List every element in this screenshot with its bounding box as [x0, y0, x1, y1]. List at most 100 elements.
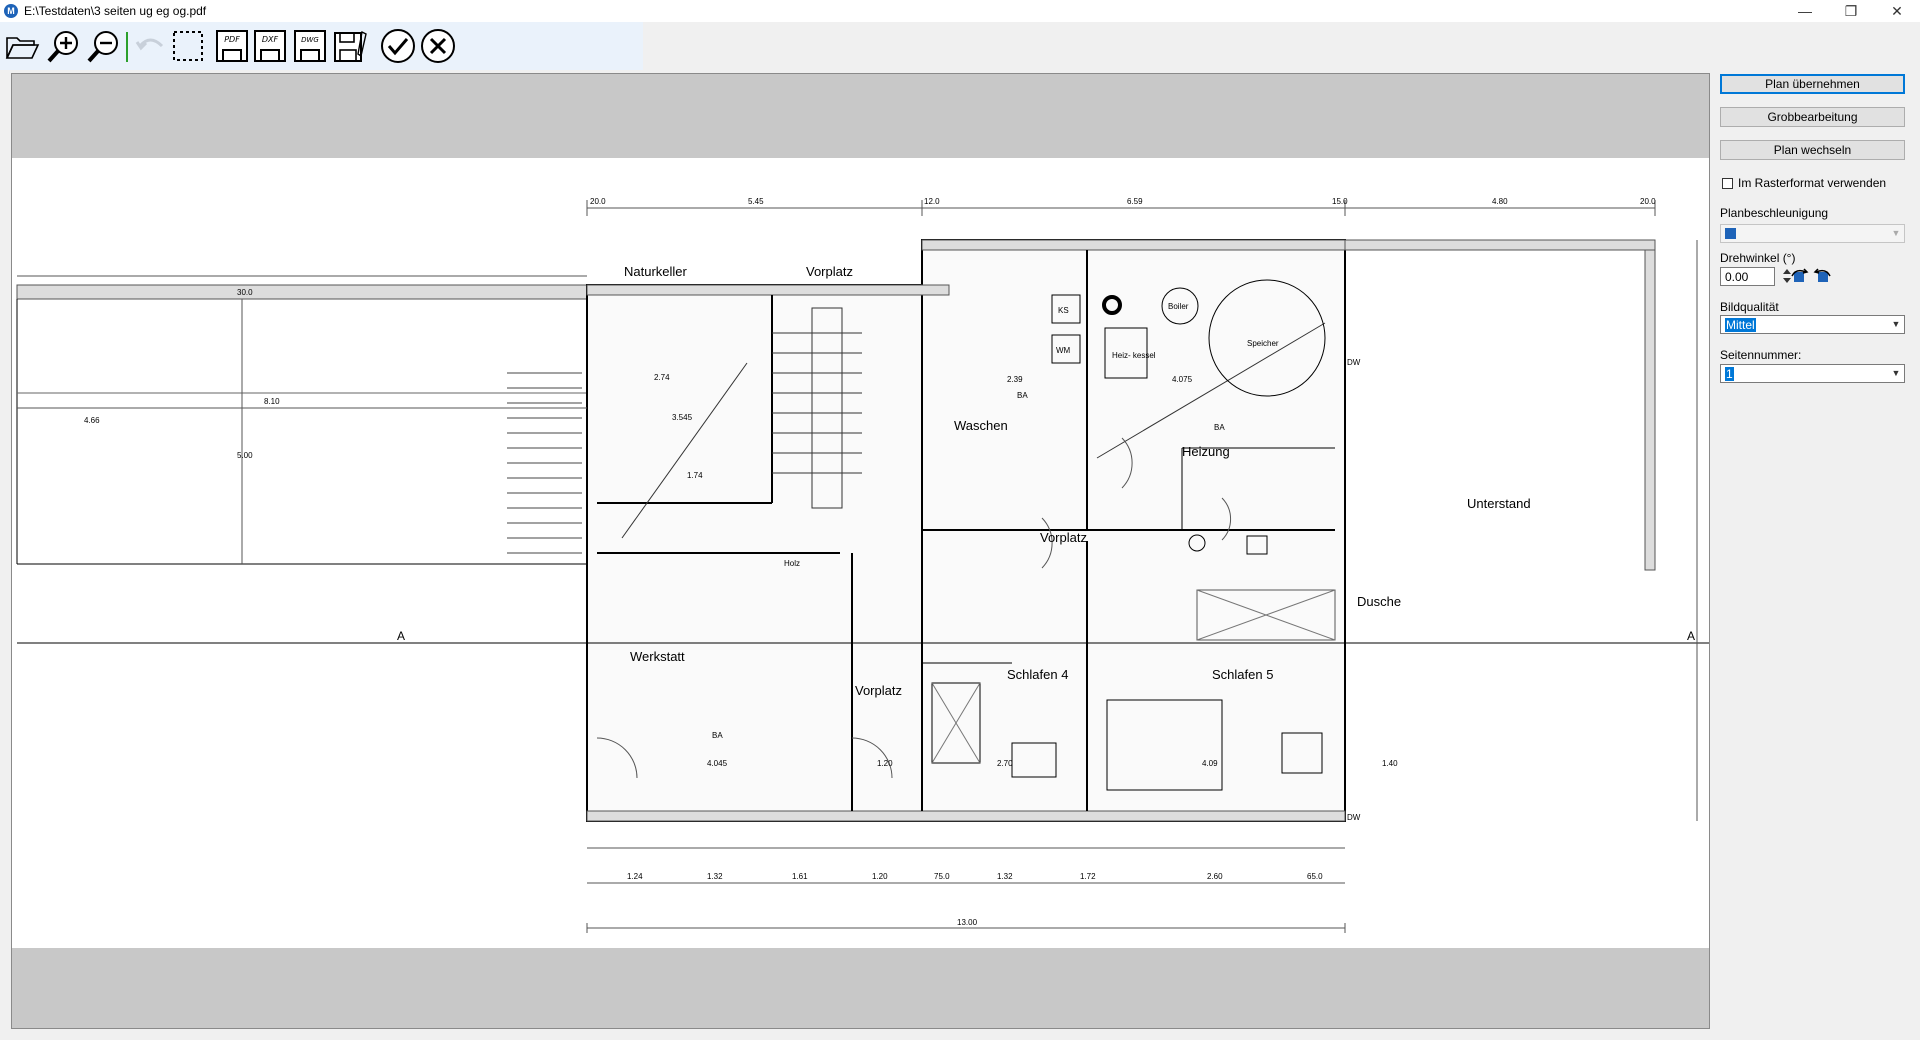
rotation-spinner[interactable] — [1777, 267, 1797, 285]
room-label-naturkeller: Naturkeller — [624, 264, 688, 279]
dim-bottom-8: 65.0 — [1307, 872, 1323, 881]
dim-total-width: 13.00 — [957, 918, 978, 927]
dim-top-1: 5.45 — [748, 197, 764, 206]
fixture-label-ba-3: BA — [712, 731, 723, 740]
dim-bottom-7: 2.60 — [1207, 872, 1223, 881]
dim-bottom-4: 75.0 — [934, 872, 950, 881]
export-dxf-button[interactable]: DXF — [252, 28, 288, 64]
floor-plan-drawing: Naturkeller Vorplatz Vorplatz Vorplatz W… — [16, 197, 1709, 933]
dim-top-4: 15.0 — [1332, 197, 1348, 206]
dim-bottom-6: 1.72 — [1080, 872, 1096, 881]
toolbar: PDF DXF DWG — [0, 22, 643, 70]
raster-format-checkbox[interactable] — [1722, 178, 1733, 189]
toolbar-separator — [126, 32, 128, 62]
room-label-vorplatz-1: Vorplatz — [806, 264, 853, 279]
room-label-dusche: Dusche — [1357, 594, 1401, 609]
minimize-button[interactable]: — — [1798, 3, 1812, 19]
room-label-heizung: Heizung — [1182, 444, 1230, 459]
dim-top-5: 4.80 — [1492, 197, 1508, 206]
cancel-button[interactable] — [420, 28, 456, 64]
section-marker-right: A — [1687, 629, 1695, 643]
folder-icon — [5, 37, 40, 59]
dim-top-6: 20.0 — [1640, 197, 1656, 206]
zoom-out-icon — [87, 31, 118, 63]
dim-misc-7: 2.70 — [997, 759, 1013, 768]
page-number-dropdown[interactable]: 1 ▼ — [1720, 364, 1905, 383]
flue-circle — [1102, 295, 1122, 315]
interior-staircase — [772, 307, 862, 509]
save-dxf-icon: DXF — [254, 30, 286, 62]
room-label-unterstand: Unterstand — [1467, 496, 1531, 511]
raster-format-label: Im Rasterformat verwenden — [1738, 176, 1887, 190]
boiler-circle — [1161, 287, 1199, 325]
right-panel: Plan übernehmen Grobbearbeitung Plan wec… — [1720, 70, 1910, 970]
fixture-label-boiler: Boiler — [1168, 302, 1189, 311]
floor-plan-page[interactable]: Naturkeller Vorplatz Vorplatz Vorplatz W… — [12, 158, 1709, 948]
checkmark-icon — [381, 29, 415, 63]
dim-bottom-0: 1.24 — [627, 872, 643, 881]
chevron-down-icon: ▼ — [1891, 368, 1901, 378]
save-pdf-icon: PDF — [216, 30, 248, 62]
rotate-right-button[interactable] — [1812, 267, 1832, 285]
terrace-wall — [16, 284, 588, 300]
dim-misc-2: 2.39 — [1007, 375, 1023, 384]
rotation-angle-input[interactable]: 0.00 — [1720, 267, 1775, 286]
export-dwg-button[interactable]: DWG — [292, 28, 328, 64]
dim-bottom-5: 1.32 — [997, 872, 1013, 881]
zoom-in-button[interactable] — [46, 28, 82, 64]
fixture-label-wm: WM — [1056, 346, 1071, 355]
apply-plan-button[interactable]: Plan übernehmen — [1720, 74, 1905, 94]
dim-bottom-1: 1.32 — [707, 872, 723, 881]
dim-top-0: 20.0 — [590, 197, 606, 206]
fixture-label-ks: KS — [1058, 306, 1069, 315]
fixture-label-dw-1: DW — [1347, 358, 1361, 367]
storage-tank-circle — [1208, 279, 1326, 397]
rotation-angle-label: Drehwinkel (°) — [1720, 251, 1796, 265]
fixture-label-speicher: Speicher — [1247, 339, 1279, 348]
dim-misc-1: 1.74 — [687, 471, 703, 480]
fixture-label-dw-2: DW — [1347, 813, 1361, 822]
rotate-left-button[interactable] — [1790, 267, 1810, 285]
fixture-label-ba-2: BA — [1214, 423, 1225, 432]
room-label-werkstatt: Werkstatt — [630, 649, 685, 664]
dxf-label: DXF — [262, 35, 279, 44]
app-logo-icon: M — [4, 4, 18, 18]
dim-misc-3: 4.075 — [1172, 375, 1193, 384]
dim-misc-9: 1.20 — [877, 759, 893, 768]
dim-left-0: 30.0 — [237, 288, 253, 297]
room-label-vorplatz-2: Vorplatz — [1040, 530, 1087, 545]
save-dwg-icon: DWG — [294, 30, 326, 62]
dim-bottom-2: 1.61 — [792, 872, 808, 881]
change-plan-button[interactable]: Plan wechseln — [1720, 140, 1905, 160]
close-window-button[interactable]: ✕ — [1891, 3, 1903, 19]
outdoor-stairs — [507, 372, 582, 554]
image-quality-value: Mittel — [1725, 318, 1756, 332]
export-pdf-button[interactable]: PDF — [214, 28, 250, 64]
room-label-schlafen-4: Schlafen 4 — [1007, 667, 1068, 682]
zoom-out-button[interactable] — [86, 28, 122, 64]
page-number-value: 1 — [1725, 367, 1734, 381]
room-label-waschen: Waschen — [954, 418, 1008, 433]
image-quality-label: Bildqualität — [1720, 300, 1779, 314]
room-label-vorplatz-3: Vorplatz — [855, 683, 902, 698]
save-edit-button[interactable] — [332, 28, 368, 64]
chevron-down-icon: ▼ — [1891, 228, 1901, 238]
coarse-edit-button[interactable]: Grobbearbeitung — [1720, 107, 1905, 127]
open-folder-button[interactable] — [4, 28, 40, 64]
room-label-schlafen-5: Schlafen 5 — [1212, 667, 1273, 682]
save-edit-icon — [334, 30, 367, 62]
plan-viewer[interactable]: Naturkeller Vorplatz Vorplatz Vorplatz W… — [11, 73, 1710, 1029]
undo-button[interactable] — [132, 28, 168, 64]
rotate-right-icon — [1813, 268, 1831, 282]
image-quality-dropdown[interactable]: Mittel ▼ — [1720, 315, 1905, 334]
zoom-in-icon — [47, 31, 78, 63]
window-title: E:\Testdaten\3 seiten ug eg og.pdf — [24, 4, 207, 18]
confirm-button[interactable] — [380, 28, 416, 64]
select-area-button[interactable] — [170, 28, 206, 64]
cancel-x-icon — [421, 29, 455, 63]
pdf-label: PDF — [224, 35, 240, 44]
plan-acceleration-dropdown[interactable]: ▼ — [1720, 224, 1905, 243]
dim-top-2: 12.0 — [924, 197, 940, 206]
restore-button[interactable]: ❐ — [1844, 3, 1858, 19]
dim-misc-5: 3.545 — [672, 413, 693, 422]
